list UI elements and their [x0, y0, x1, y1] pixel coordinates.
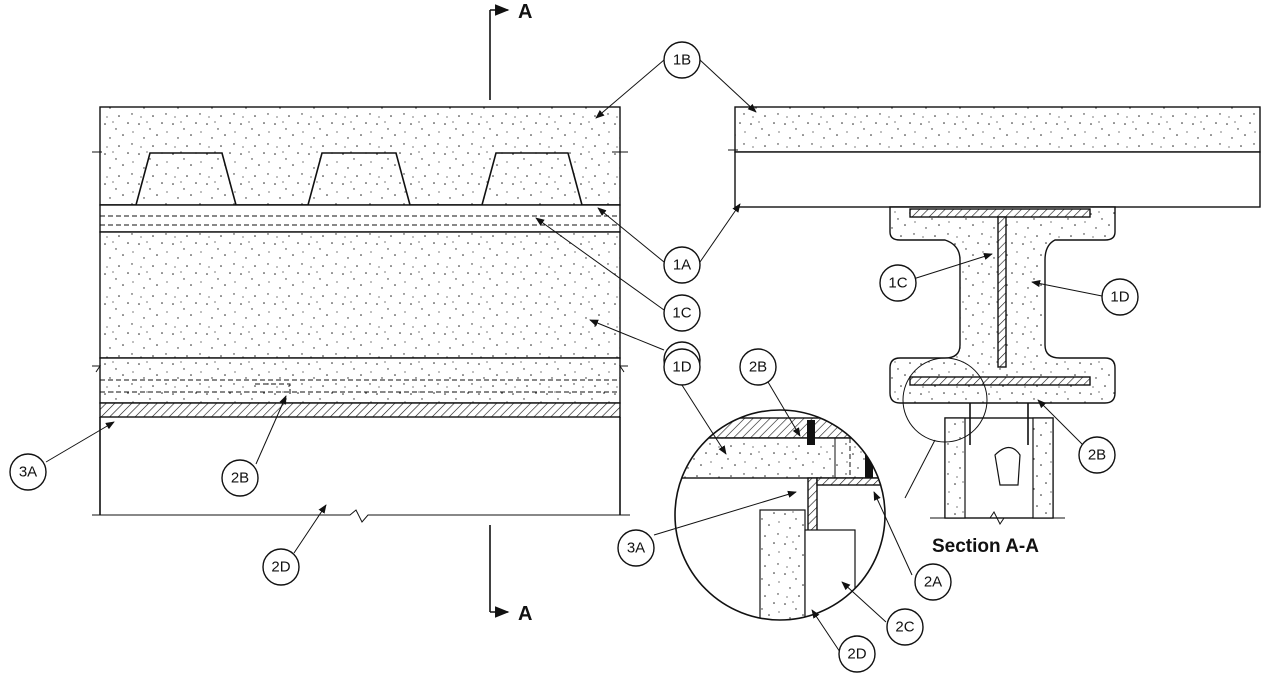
callout-3a-left: 3A — [9, 453, 47, 491]
callout-2a-detail: 2A — [914, 563, 952, 601]
callout-2b-right: 2B — [1078, 436, 1116, 474]
callout-2d-left: 2D — [262, 548, 300, 586]
svg-text:1B: 1B — [673, 52, 691, 69]
bottom-flange-section — [909, 376, 1091, 386]
head-of-wall-joint — [99, 402, 621, 418]
beam-web-section — [997, 216, 1007, 368]
wall-break-line — [92, 509, 630, 523]
section-slab — [734, 106, 1261, 153]
svg-text:1D: 1D — [672, 359, 691, 376]
beam-top-flange — [99, 204, 621, 233]
svg-text:2B: 2B — [231, 470, 249, 487]
svg-text:2C: 2C — [895, 619, 914, 636]
leader-lines — [45, 59, 1103, 656]
section-a-a: Section A-A — [728, 106, 1261, 557]
svg-text:2D: 2D — [847, 646, 866, 663]
svg-text:2B: 2B — [1088, 447, 1106, 464]
svg-text:2D: 2D — [271, 559, 290, 576]
section-deck — [734, 151, 1261, 208]
concrete-slab — [99, 106, 621, 206]
callout-2c-detail: 2C — [886, 608, 924, 646]
section-title: Section A-A — [932, 536, 1039, 557]
beam-web-fireproofing — [99, 231, 621, 359]
top-flange-section — [909, 208, 1091, 218]
detail-reference-circle — [902, 357, 988, 443]
steel-deck-profile — [100, 152, 620, 206]
callout-2b-detail: 2B — [739, 348, 777, 386]
svg-text:1C: 1C — [888, 275, 907, 292]
svg-text:2A: 2A — [924, 574, 942, 591]
callout-2b-left: 2B — [221, 459, 259, 497]
callout-1d-right: 1D — [1101, 278, 1139, 316]
callout-1a: 1A — [663, 246, 701, 284]
svg-text:3A: 3A — [627, 540, 645, 557]
svg-text:1D: 1D — [1110, 289, 1129, 306]
svg-text:1A: 1A — [673, 257, 691, 274]
callout-1b: 1B — [663, 41, 701, 79]
section-mark-bottom: A — [518, 603, 532, 625]
section-mark-top: A — [518, 1, 532, 23]
callout-2d-detail: 2D — [838, 635, 876, 673]
callout-1d-detail: 1D — [663, 348, 701, 386]
callout-3a-detail: 3A — [617, 529, 655, 567]
svg-text:1C: 1C — [672, 305, 691, 322]
left-elevation — [92, 4, 630, 618]
callout-1c-right: 1C — [879, 264, 917, 302]
callout-1c-left: 1C — [663, 294, 701, 332]
svg-text:3A: 3A — [19, 464, 37, 481]
svg-text:2B: 2B — [749, 359, 767, 376]
